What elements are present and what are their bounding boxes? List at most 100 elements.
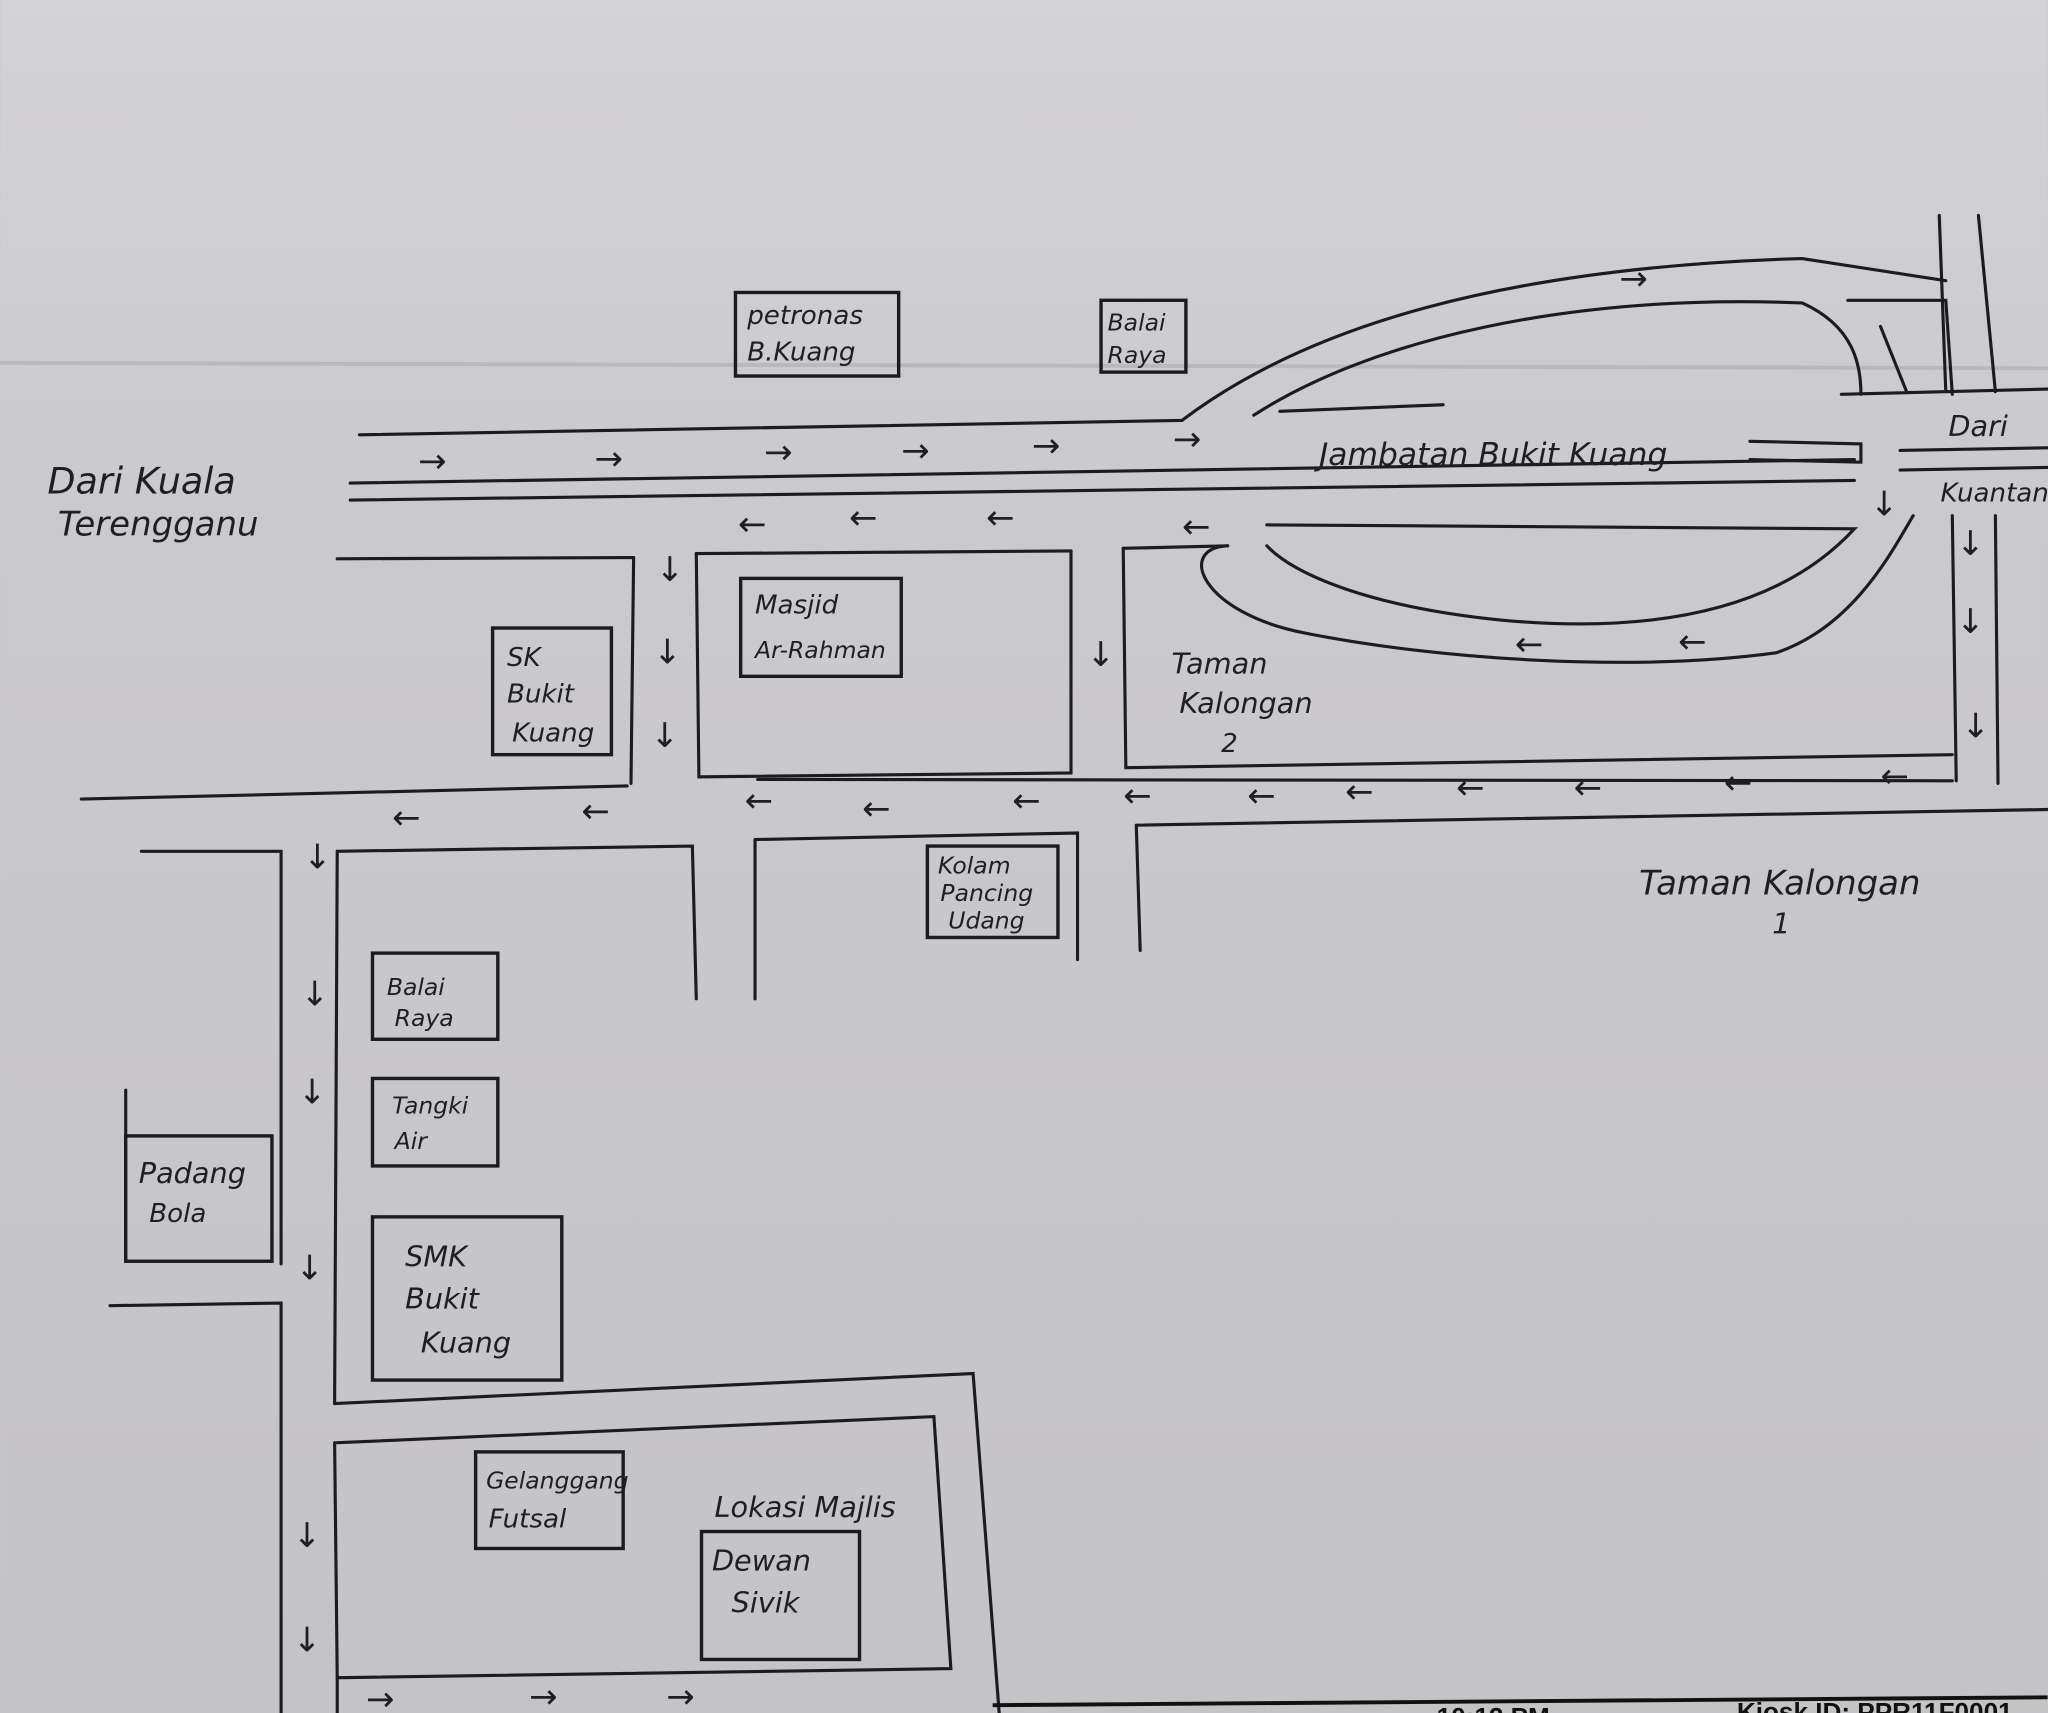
svg-text:←: ← — [1247, 776, 1275, 816]
svg-text:↓: ↓ — [1961, 707, 1989, 747]
svg-text:←: ← — [862, 789, 890, 829]
svg-text:Pancing: Pancing — [940, 879, 1033, 907]
svg-text:→: → — [1619, 259, 1647, 299]
main-road — [335, 418, 2048, 561]
svg-text:Kuang: Kuang — [421, 1326, 511, 1360]
svg-text:Bukit: Bukit — [405, 1281, 481, 1315]
svg-text:→: → — [1032, 426, 1060, 466]
svg-text:petronas: petronas — [746, 301, 863, 331]
landmark-taman-kalongan-2: Taman Kalongan 2 — [1172, 647, 1313, 759]
svg-text:←: ← — [1345, 772, 1373, 812]
footer-kiosk-id: Kiosk ID: PPR11F0001 — [1737, 1697, 2013, 1713]
local-streets — [79, 546, 2048, 1713]
svg-text:←: ← — [1574, 768, 1602, 808]
svg-text:↓: ↓ — [298, 1072, 326, 1112]
svg-text:←: ← — [1678, 622, 1706, 662]
landmark-balai-raya-top: Balai Raya — [1099, 298, 1188, 374]
printed-footer: 10:12 PM Kiosk ID: PPR11F0001 — [992, 1695, 2048, 1713]
svg-text:→: → — [594, 439, 622, 479]
svg-text:Ar-Rahman: Ar-Rahman — [753, 636, 886, 664]
landmark-smk-bukit-kuang: SMK Bukit Kuang — [370, 1215, 564, 1382]
svg-text:SK: SK — [507, 643, 543, 673]
svg-text:Kolam: Kolam — [938, 851, 1011, 879]
svg-text:SMK: SMK — [405, 1239, 469, 1273]
paper-fold — [0, 361, 2048, 371]
svg-text:Dari: Dari — [1948, 409, 2008, 443]
svg-text:2: 2 — [1221, 729, 1238, 759]
svg-text:Balai: Balai — [387, 973, 445, 1001]
landmark-taman-kalongan-1: Taman Kalongan 1 — [1639, 863, 1921, 940]
svg-text:Terengganu: Terengganu — [58, 504, 259, 544]
svg-text:←: ← — [1012, 781, 1040, 821]
svg-text:→: → — [666, 1677, 694, 1713]
svg-text:↓: ↓ — [651, 716, 679, 756]
svg-text:Kalongan: Kalongan — [1179, 686, 1312, 720]
svg-text:Raya: Raya — [395, 1004, 454, 1032]
svg-text:←: ← — [1881, 756, 1909, 796]
svg-text:Bukit: Bukit — [507, 679, 576, 709]
svg-text:Masjid: Masjid — [755, 591, 839, 621]
svg-text:B.Kuang: B.Kuang — [747, 337, 855, 367]
svg-text:↓: ↓ — [1087, 635, 1115, 675]
landmark-kolam-pancing: Kolam Pancing Udang — [925, 844, 1060, 940]
svg-text:↓: ↓ — [653, 632, 681, 672]
svg-text:Air: Air — [393, 1127, 429, 1155]
svg-text:Kuang: Kuang — [512, 719, 594, 749]
svg-text:←: ← — [745, 781, 773, 821]
svg-text:→: → — [418, 442, 446, 482]
svg-text:Taman Kalongan: Taman Kalongan — [1639, 863, 1921, 903]
interchange-loop — [1180, 213, 2048, 785]
svg-text:↓: ↓ — [293, 1516, 321, 1556]
traffic-arrows: → → → → → → → ← ← ← ← ← ← ← ← ← ← ← ← ← … — [293, 259, 1990, 1713]
svg-text:Kuantan: Kuantan — [1941, 478, 2048, 508]
landmark-petronas: petronas B.Kuang — [733, 290, 901, 378]
svg-text:←: ← — [1515, 624, 1543, 664]
origin-west-label: Dari Kuala Terengganu — [47, 460, 258, 545]
landmark-sk-bukit-kuang: SK Bukit Kuang — [490, 626, 614, 757]
landmark-masjid: Masjid Ar-Rahman — [738, 576, 903, 679]
svg-text:←: ← — [581, 792, 609, 832]
svg-text:←: ← — [986, 498, 1014, 538]
svg-text:↓: ↓ — [1956, 602, 1984, 642]
svg-text:↓: ↓ — [293, 1621, 321, 1661]
svg-text:Taman: Taman — [1172, 647, 1268, 681]
svg-text:Dari Kuala: Dari Kuala — [47, 460, 235, 503]
svg-text:←: ← — [1456, 768, 1484, 808]
svg-text:←: ← — [1123, 776, 1151, 816]
svg-text:←: ← — [392, 798, 420, 838]
svg-text:↓: ↓ — [1870, 485, 1898, 525]
landmark-dewan-sivik: Dewan Sivik — [699, 1529, 862, 1662]
svg-text:→: → — [1173, 419, 1201, 459]
svg-text:Balai: Balai — [1108, 308, 1166, 336]
svg-text:←: ← — [738, 504, 766, 544]
svg-text:←: ← — [849, 498, 877, 538]
svg-text:↓: ↓ — [303, 837, 331, 877]
svg-text:←: ← — [1724, 763, 1752, 803]
svg-text:→: → — [366, 1679, 394, 1713]
svg-text:Padang: Padang — [139, 1156, 246, 1190]
svg-text:Futsal: Futsal — [489, 1505, 567, 1535]
landmark-balai-raya-left: Balai Raya — [370, 951, 500, 1041]
landmark-gelanggang-futsal: Gelanggang Futsal — [473, 1450, 629, 1551]
svg-text:→: → — [901, 431, 929, 471]
bridge-label: Jambatan Bukit Kuang — [1313, 437, 1667, 473]
svg-text:↓: ↓ — [656, 550, 684, 590]
svg-text:Raya: Raya — [1108, 341, 1167, 369]
landmark-tangki-air: Tangki Air — [370, 1076, 500, 1168]
svg-text:→: → — [529, 1677, 557, 1713]
svg-text:→: → — [764, 433, 792, 473]
svg-text:↓: ↓ — [295, 1249, 323, 1289]
svg-text:←: ← — [1182, 507, 1210, 547]
landmark-padang-bola: Padang Bola — [124, 1088, 274, 1263]
event-location-label: Lokasi Majlis — [715, 1490, 896, 1524]
svg-text:↓: ↓ — [1956, 524, 1984, 564]
footer-timestamp: 10:12 PM — [1437, 1702, 1550, 1713]
svg-text:1: 1 — [1772, 907, 1790, 941]
svg-text:Sivik: Sivik — [732, 1585, 801, 1619]
svg-text:Udang: Udang — [948, 906, 1024, 934]
svg-text:Dewan: Dewan — [712, 1544, 811, 1578]
svg-text:Bola: Bola — [149, 1199, 206, 1229]
svg-text:Tangki: Tangki — [392, 1092, 469, 1120]
